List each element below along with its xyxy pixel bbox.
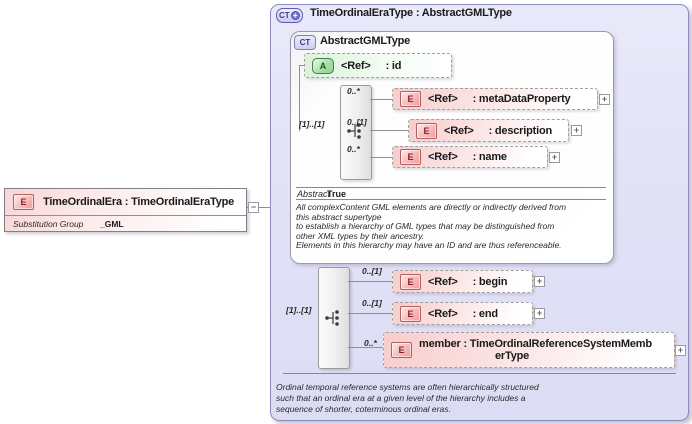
complextype-title: TimeOrdinalEraType : AbstractGMLType xyxy=(310,7,512,19)
element-ref: <Ref> xyxy=(428,307,458,320)
element-icon: E xyxy=(400,305,421,322)
annotation-line: such that an ordinal era at a given leve… xyxy=(276,393,526,403)
annotation-line: Ordinal temporal reference systems are o… xyxy=(276,382,539,392)
element-ref: <Ref> xyxy=(428,93,458,105)
connector-line xyxy=(370,130,408,131)
annotation-line: this abstract supertype xyxy=(296,211,382,222)
element-box-timeordinalera[interactable]: E TimeOrdinalEra : TimeOrdinalEraType Su… xyxy=(4,188,247,232)
complextype-extension-icon: CT + xyxy=(276,8,303,23)
divider xyxy=(283,373,676,374)
element-row-metadataproperty[interactable]: E <Ref> : metaDataProperty xyxy=(392,88,598,110)
element-ref: <Ref> xyxy=(428,151,458,163)
sequence-compositor-2[interactable] xyxy=(318,267,350,369)
basetype-title: AbstractGMLType xyxy=(320,35,411,47)
element-row-name[interactable]: E <Ref> : name xyxy=(392,146,548,168)
attribute-icon: A xyxy=(312,57,334,74)
substitution-group-label: Substitution Group xyxy=(13,219,84,229)
annotation-line: Elements in this hierarchy may have an I… xyxy=(296,240,562,251)
expand-icon[interactable]: + xyxy=(534,308,545,319)
divider xyxy=(296,187,606,188)
sequence-compositor-1[interactable] xyxy=(340,85,372,180)
abstract-label: Abstract xyxy=(297,189,331,199)
substitution-group-value[interactable]: _GML xyxy=(100,219,124,229)
cardinality-begin: 0..[1] xyxy=(362,266,382,276)
element-row-member[interactable]: E member : TimeOrdinalReferenceSystemMem… xyxy=(383,332,675,368)
attribute-name: : id xyxy=(385,59,402,72)
expand-icon[interactable]: + xyxy=(675,345,686,356)
plus-icon: + xyxy=(290,11,300,20)
cardinality-metadataproperty: 0..* xyxy=(347,86,360,96)
type-annotation: Ordinal temporal reference systems are o… xyxy=(276,382,539,415)
expand-icon[interactable]: + xyxy=(534,276,545,287)
element-row-end[interactable]: E <Ref> : end xyxy=(392,302,533,325)
cardinality-sequence2: [1]..[1] xyxy=(286,305,312,315)
connector-line xyxy=(247,207,281,208)
connector-line xyxy=(370,157,392,158)
basetype-annotation: All complexContent GML elements are dire… xyxy=(296,202,567,251)
attribute-ref: <Ref> xyxy=(341,59,371,72)
divider xyxy=(296,199,606,200)
element-icon: E xyxy=(400,273,421,290)
element-name: : description xyxy=(488,124,553,137)
element-name: : metaDataProperty xyxy=(472,93,571,105)
expand-icon[interactable]: + xyxy=(549,152,560,163)
annotation-line: other XML types by their ancestry. xyxy=(296,230,425,241)
annotation-line: All complexContent GML elements are dire… xyxy=(296,202,567,212)
member-line1: member : TimeOrdinalReferenceSystemMemb xyxy=(419,338,652,350)
complextype-icon: CT xyxy=(294,35,316,50)
element-icon: E xyxy=(391,342,412,358)
annotation-line: to establish a hierarchy of GML types th… xyxy=(296,221,555,232)
element-icon: E xyxy=(13,194,34,210)
collapse-icon[interactable]: − xyxy=(248,202,259,213)
sequence-icon xyxy=(325,310,339,326)
connector-attr-branch xyxy=(299,65,305,66)
ct-badge-label: CT xyxy=(279,11,290,20)
element-icon: E xyxy=(400,91,421,107)
element-ref: <Ref> xyxy=(428,275,458,288)
cardinality-member: 0..* xyxy=(364,338,377,348)
element-row-description[interactable]: E <Ref> : description xyxy=(408,119,569,142)
connector-line xyxy=(348,281,392,282)
annotation-line: sequence of shorter, coterminous ordinal… xyxy=(276,404,451,414)
divider xyxy=(5,215,246,216)
cardinality-sequence1: [1]..[1] xyxy=(299,119,325,129)
member-line2: erType xyxy=(495,350,530,362)
element-name: : begin xyxy=(472,275,508,288)
expand-icon[interactable]: + xyxy=(599,94,610,105)
element-name-and-type: member : TimeOrdinalReferenceSystemMemb … xyxy=(419,338,652,362)
element-name: : end xyxy=(472,307,498,320)
attribute-row-id[interactable]: A <Ref> : id xyxy=(304,53,452,78)
connector-line xyxy=(348,313,392,314)
element-name: : name xyxy=(472,151,507,163)
cardinality-description: 0..[1] xyxy=(347,117,367,127)
element-ref: <Ref> xyxy=(444,124,474,137)
element-icon: E xyxy=(416,122,437,139)
abstract-value: True xyxy=(327,189,347,199)
cardinality-name: 0..* xyxy=(347,144,360,154)
element-row-begin[interactable]: E <Ref> : begin xyxy=(392,270,533,293)
expand-icon[interactable]: + xyxy=(571,125,582,136)
connector-line xyxy=(348,347,383,348)
element-title: TimeOrdinalEra : TimeOrdinalEraType xyxy=(43,196,235,208)
cardinality-end: 0..[1] xyxy=(362,298,382,308)
connector-attr-trunk xyxy=(299,65,300,131)
connector-line xyxy=(370,99,392,100)
sequence-icon xyxy=(347,123,361,139)
element-icon: E xyxy=(400,149,421,165)
